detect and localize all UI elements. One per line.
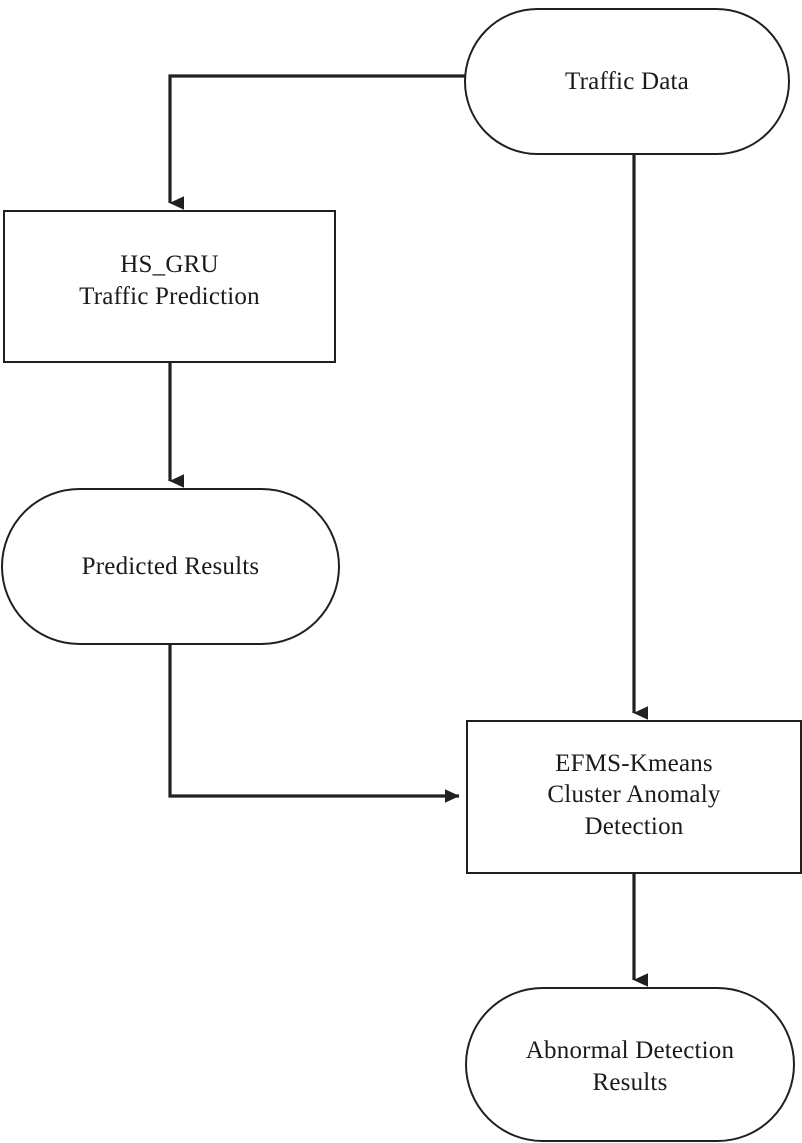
node-traffic-data-label: Traffic Data xyxy=(565,67,689,95)
node-hs-gru-traffic-prediction[interactable]: HS_GRU Traffic Prediction xyxy=(3,210,336,363)
node-abnormal-detection-results[interactable]: Abnormal Detection Results xyxy=(465,987,795,1142)
node-predicted-results-label: Predicted Results xyxy=(81,552,260,580)
edge-traffic-data-to-hs-gru xyxy=(168,74,466,210)
node-traffic-data[interactable]: Traffic Data xyxy=(464,8,790,155)
node-efms-kmeans-cluster-anomaly-detection-label: EFMS-Kmeans Cluster Anomaly Detection xyxy=(547,749,721,840)
node-hs-gru-traffic-prediction-label: HS_GRU Traffic Prediction xyxy=(79,251,260,310)
node-efms-kmeans-cluster-anomaly-detection[interactable]: EFMS-Kmeans Cluster Anomaly Detection xyxy=(466,720,802,874)
node-abnormal-detection-results-label: Abnormal Detection Results xyxy=(525,1037,735,1096)
node-predicted-results[interactable]: Predicted Results xyxy=(1,488,340,645)
edge-predicted-results-to-efms-kmeans xyxy=(168,643,460,803)
